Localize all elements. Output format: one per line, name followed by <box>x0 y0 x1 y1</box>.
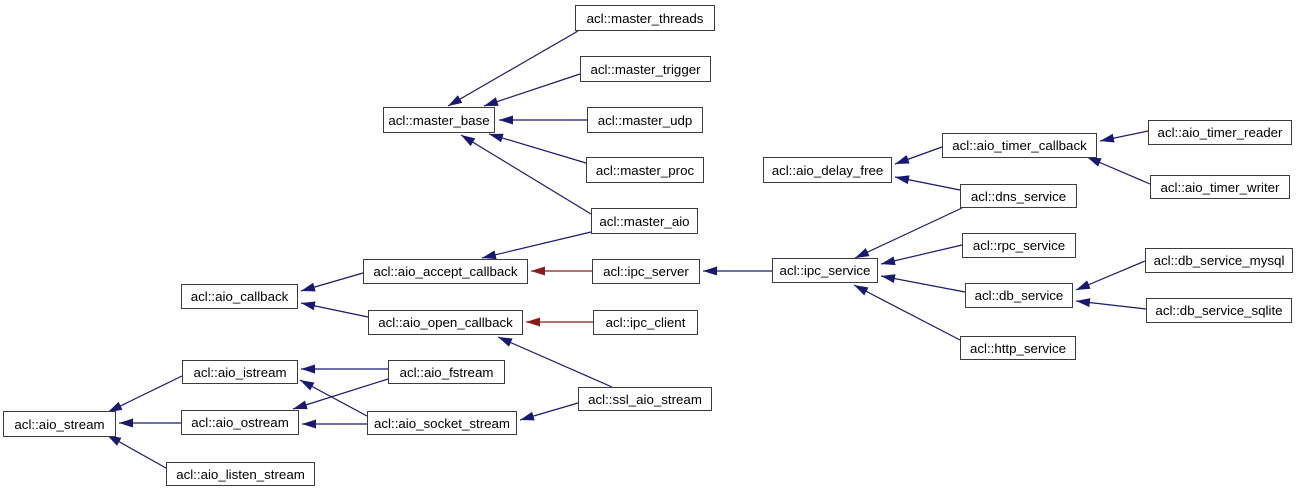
class-node-aio_ostream[interactable]: acl::aio_ostream <box>181 410 299 435</box>
edge-ssl_aio_stream-to-aio_socket_stream <box>519 402 579 421</box>
class-node-aio_timer_reader[interactable]: acl::aio_timer_reader <box>1148 120 1292 145</box>
edge-aio_accept_callback-to-aio_callback <box>300 272 364 292</box>
class-node-master_threads[interactable]: acl::master_threads <box>575 5 715 31</box>
class-node-ssl_aio_stream[interactable]: acl::ssl_aio_stream <box>578 387 712 411</box>
edge-aio_socket_stream-to-aio_istream <box>299 379 368 417</box>
class-node-label: acl::master_trigger <box>590 61 701 77</box>
edge-ssl_aio_stream-to-aio_open_callback <box>497 336 613 388</box>
class-node-master_trigger[interactable]: acl::master_trigger <box>580 56 711 82</box>
class-node-label: acl::aio_callback <box>190 289 289 304</box>
edge-rpc_service-to-ipc_service <box>880 244 963 266</box>
class-node-label: acl::aio_socket_stream <box>374 415 510 431</box>
class-node-aio_fstream[interactable]: acl::aio_fstream <box>388 360 505 384</box>
edge-master_aio-to-master_base <box>460 134 592 215</box>
class-node-dns_service[interactable]: acl::dns_service <box>960 184 1077 208</box>
class-node-label: acl::aio_stream <box>14 416 105 432</box>
edge-master_aio-to-aio_accept_callback <box>481 231 592 260</box>
class-node-aio_socket_stream[interactable]: acl::aio_socket_stream <box>367 411 517 435</box>
class-node-label: acl::master_proc <box>595 162 695 178</box>
class-node-ipc_server[interactable]: acl::ipc_server <box>592 259 700 284</box>
class-node-label: acl::aio_timer_reader <box>1157 125 1283 140</box>
class-node-aio_timer_writer[interactable]: acl::aio_timer_writer <box>1150 175 1290 199</box>
class-node-label: acl::db_service <box>974 288 1064 303</box>
class-node-label: acl::ipc_client <box>605 315 686 330</box>
class-node-ipc_service[interactable]: acl::ipc_service <box>772 258 878 283</box>
class-node-label: acl::master_base <box>388 112 490 128</box>
class-node-label: acl::aio_ostream <box>191 415 289 430</box>
class-node-master_aio[interactable]: acl::master_aio <box>591 208 698 234</box>
edge-aio_open_callback-to-aio_callback <box>300 301 369 318</box>
edge-db_service_sqlite-to-db_service <box>1075 298 1147 310</box>
class-node-ipc_client[interactable]: acl::ipc_client <box>593 310 698 335</box>
class-node-aio_stream[interactable]: acl::aio_stream <box>3 411 116 437</box>
class-node-label: acl::aio_listen_stream <box>176 466 305 482</box>
edge-aio_timer_callback-to-aio_delay_free <box>894 146 943 165</box>
edge-dns_service-to-ipc_service <box>854 207 963 259</box>
class-node-aio_open_callback[interactable]: acl::aio_open_callback <box>368 310 523 335</box>
class-node-label: acl::master_udp <box>597 112 693 128</box>
edge-db_service-to-ipc_service <box>880 274 966 293</box>
class-node-db_service_sqlite[interactable]: acl::db_service_sqlite <box>1146 298 1292 323</box>
class-node-aio_timer_callback[interactable]: acl::aio_timer_callback <box>942 133 1097 158</box>
class-node-label: acl::aio_timer_callback <box>952 138 1087 153</box>
class-node-label: acl::http_service <box>969 340 1067 356</box>
class-node-rpc_service[interactable]: acl::rpc_service <box>962 233 1076 258</box>
edge-master_trigger-to-master_base <box>483 73 581 107</box>
class-node-aio_callback[interactable]: acl::aio_callback <box>181 284 298 309</box>
edge-aio_fstream-to-aio_ostream <box>292 378 389 410</box>
class-node-label: acl::ssl_aio_stream <box>588 391 702 407</box>
edge-db_service_mysql-to-db_service <box>1075 260 1146 291</box>
edge-master_threads-to-master_base <box>447 30 579 107</box>
class-node-label: acl::master_aio <box>599 213 690 229</box>
class-node-label: acl::master_threads <box>586 10 704 26</box>
class-node-label: acl::ipc_service <box>779 263 871 278</box>
class-node-label: acl::aio_open_callback <box>378 315 513 330</box>
class-node-label: acl::aio_accept_callback <box>373 264 518 279</box>
class-node-label: acl::rpc_service <box>972 238 1066 253</box>
class-node-label: acl::aio_timer_writer <box>1160 179 1280 195</box>
edge-master_proc-to-master_base <box>488 133 587 164</box>
class-node-db_service_mysql[interactable]: acl::db_service_mysql <box>1145 248 1293 273</box>
edge-aio_timer_reader-to-aio_timer_callback <box>1099 130 1149 143</box>
edge-aio_istream-to-aio_stream <box>107 375 183 413</box>
class-node-label: acl::dns_service <box>970 188 1067 204</box>
class-node-aio_accept_callback[interactable]: acl::aio_accept_callback <box>363 259 528 284</box>
edge-dns_service-to-aio_delay_free <box>894 175 961 191</box>
class-node-master_proc[interactable]: acl::master_proc <box>586 157 704 183</box>
class-node-label: acl::ipc_server <box>603 264 689 279</box>
class-node-http_service[interactable]: acl::http_service <box>960 336 1076 360</box>
class-node-master_base[interactable]: acl::master_base <box>383 107 495 133</box>
edges-group <box>106 30 1151 469</box>
class-node-label: acl::db_service_sqlite <box>1155 303 1283 318</box>
class-node-label: acl::aio_istream <box>193 364 287 380</box>
class-node-label: acl::aio_delay_free <box>771 162 884 178</box>
edge-aio_timer_writer-to-aio_timer_callback <box>1086 156 1151 185</box>
class-node-master_udp[interactable]: acl::master_udp <box>587 107 703 133</box>
class-node-label: acl::db_service_mysql <box>1153 253 1285 268</box>
class-node-db_service[interactable]: acl::db_service <box>965 283 1073 308</box>
edge-http_service-to-ipc_service <box>853 284 961 341</box>
edge-aio_listen_stream-to-aio_stream <box>106 434 167 469</box>
class-node-aio_listen_stream[interactable]: acl::aio_listen_stream <box>166 462 315 486</box>
class-node-label: acl::aio_fstream <box>399 364 494 380</box>
class-node-aio_istream[interactable]: acl::aio_istream <box>182 360 298 384</box>
class-node-aio_delay_free[interactable]: acl::aio_delay_free <box>763 157 892 183</box>
